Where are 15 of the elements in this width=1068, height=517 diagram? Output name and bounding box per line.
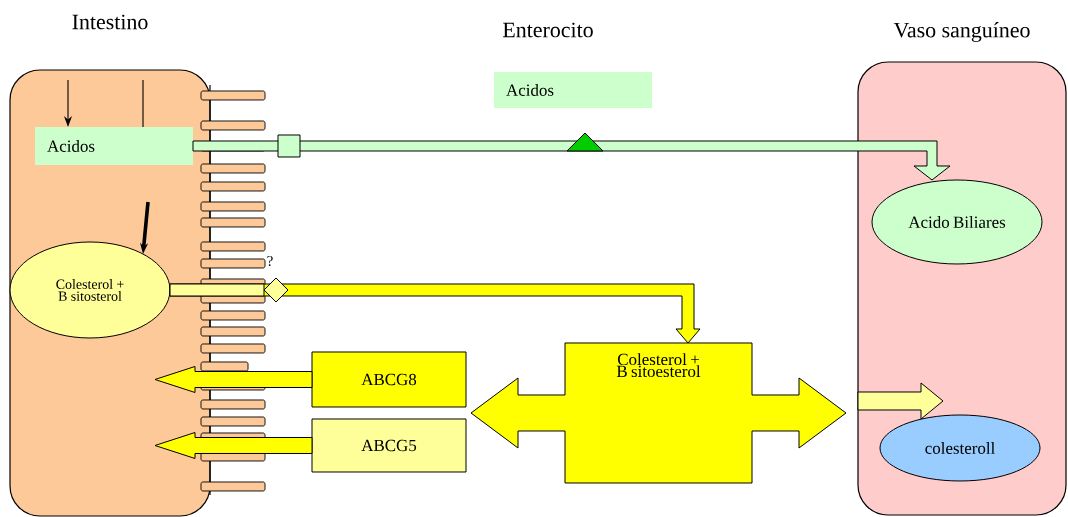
block-arrow	[192, 140, 951, 181]
panel-heading: Intestino	[72, 14, 148, 30]
panel-heading: Vaso sanguíneo	[893, 22, 1030, 42]
line	[142, 79, 144, 128]
block-arrow	[154, 432, 313, 459]
question-mark: ?	[267, 255, 273, 267]
block-arrow	[154, 366, 313, 393]
protein-box: ABCG5	[311, 418, 467, 473]
block-arrow	[169, 283, 701, 344]
label-box: Acidos	[35, 127, 193, 165]
section-heading: Enterocito	[503, 22, 593, 38]
block-arrow	[857, 382, 944, 420]
protein-box: ABCG8	[311, 351, 467, 408]
label-box: Acidos	[494, 72, 652, 108]
double-arrow-box: Colesterol + B sitoesterol	[470, 342, 847, 484]
